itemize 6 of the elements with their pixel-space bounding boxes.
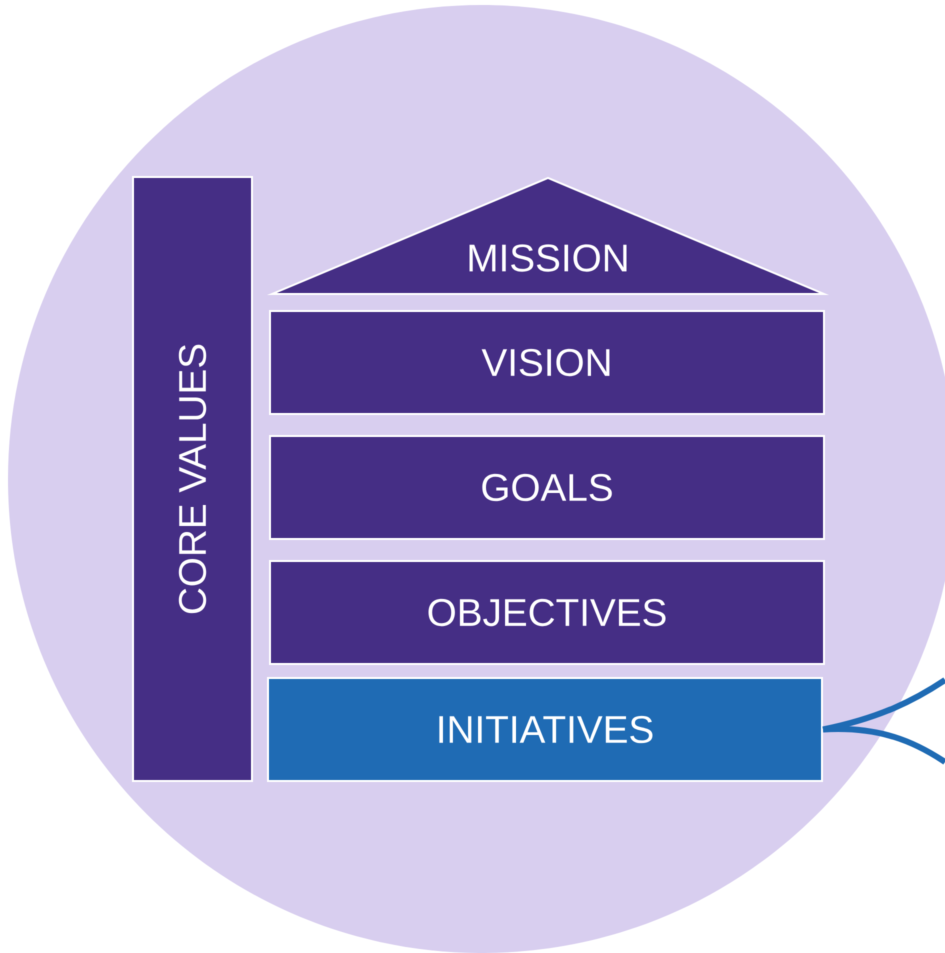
level-box: OBJECTIVES	[269, 560, 825, 666]
pillar-box: CORE VALUES	[132, 176, 253, 782]
level-box: GOALS	[269, 435, 825, 540]
level-box: INITIATIVES	[267, 677, 823, 782]
level-box: VISION	[269, 310, 825, 415]
connector-line	[822, 726, 945, 765]
